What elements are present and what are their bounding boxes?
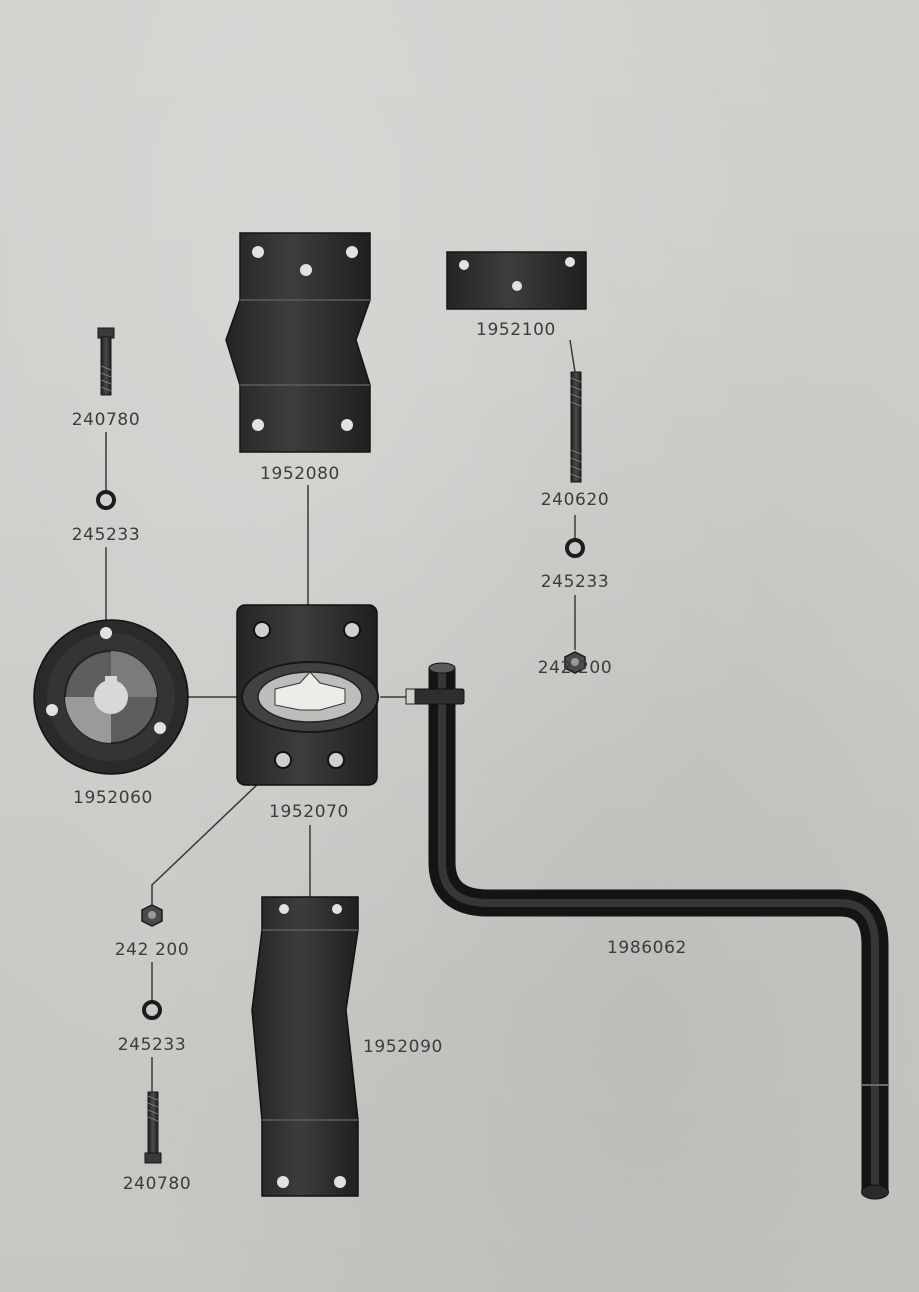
stud-part [570, 371, 582, 483]
upper-bracket-part [225, 232, 371, 453]
lock-body-number: 1952070 [269, 802, 349, 822]
lock-washer-right-part [565, 538, 585, 558]
nut-lower-left-part [141, 904, 163, 927]
lock-plate-part [446, 251, 587, 310]
nut-right-part [564, 651, 586, 674]
nut-right-number: 242 200 [537, 658, 613, 678]
crank-handle-number: 1986062 [607, 938, 687, 958]
lock-body-part [236, 604, 379, 786]
bolt-top-left-part [97, 327, 115, 396]
bolt-bottom-left-number: 240780 [122, 1174, 192, 1194]
nut-lower-left-number: 242 200 [114, 940, 190, 960]
lock-washer-right-number: 245233 [540, 572, 610, 592]
lock-washer-top-left-number: 245233 [71, 525, 141, 545]
leader-lines [105, 339, 576, 1125]
stud-number: 240620 [540, 490, 610, 510]
flange-part [33, 619, 189, 775]
upper-bracket-number: 1952080 [260, 464, 340, 484]
bolt-top-left-number: 240780 [71, 410, 141, 430]
lock-washer-lower-left-number: 245233 [117, 1035, 187, 1055]
bolt-bottom-left-part [144, 1091, 162, 1164]
lock-plate-number: 1952100 [476, 320, 556, 340]
crank-handle-part [405, 662, 889, 1200]
lock-washer-top-left-part [96, 490, 116, 510]
lower-bracket-part [251, 896, 359, 1197]
flange-number: 1952060 [73, 788, 153, 808]
lower-bracket-number: 1952090 [363, 1037, 443, 1057]
lock-washer-lower-left-part [142, 1000, 162, 1020]
